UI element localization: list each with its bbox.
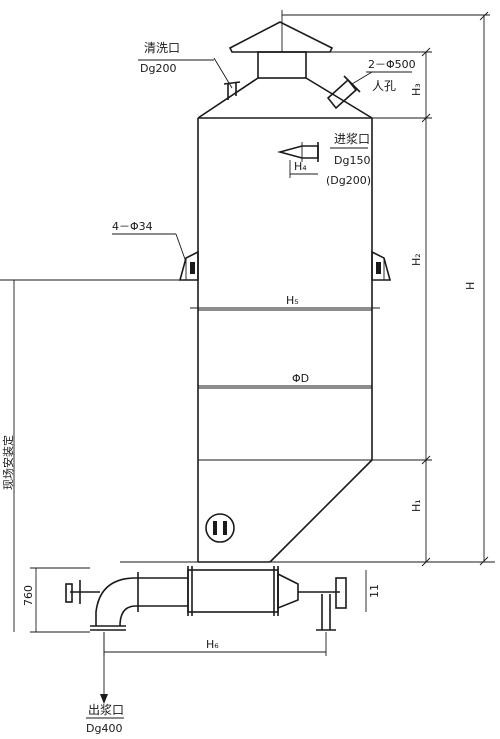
outlet-arrow (100, 632, 108, 704)
support-lug-left (178, 250, 199, 281)
dim-760-line (30, 567, 90, 633)
dim-h-line (282, 11, 490, 566)
dim-ii-label: 11 (368, 584, 381, 598)
bottom-pipe (136, 566, 299, 616)
dim-h1-label: H₁ (410, 499, 423, 512)
label-leaders (86, 59, 412, 719)
cylinder-shell (197, 118, 373, 563)
manhole-label: 人孔 (372, 79, 396, 93)
left-valve (65, 580, 100, 604)
dim-h-label: H (464, 282, 477, 290)
bolt-holes-label: 4－Φ34 (112, 220, 153, 233)
manhole-count-label: 2－Φ500 (368, 58, 416, 71)
inlet-nozzle (276, 142, 319, 162)
wash-port-size: Dg200 (140, 62, 176, 75)
outlet-label: 出浆口 (88, 702, 124, 717)
dim-h2-label: H₂ (410, 253, 423, 266)
site-install-label: 现场安装定 (1, 435, 15, 490)
dim-h6-label: H₆ (206, 638, 219, 651)
wash-port-label: 清洗口 (144, 41, 180, 55)
right-valve (298, 577, 347, 631)
outlet-elbow (90, 577, 137, 631)
inlet-label: 进浆口 (334, 131, 370, 146)
dim-d-label: ΦD (292, 372, 309, 385)
support-lug-right (371, 250, 392, 281)
dim-h-column (306, 47, 432, 567)
wash-port-nozzle (213, 57, 241, 100)
manhole-nozzle (326, 71, 373, 110)
roof-cap (228, 10, 334, 79)
lower-manhole (205, 513, 235, 543)
dim-h4-line (289, 160, 318, 178)
dim-760-label: 760 (22, 585, 35, 606)
inlet-size-alt: (Dg200) (326, 174, 371, 187)
dim-h5-label: H₅ (286, 294, 299, 307)
dim-h3-label: H₃ (410, 83, 423, 96)
inlet-size: Dg150 (334, 154, 370, 167)
outlet-size: Dg400 (86, 722, 122, 735)
dim-h4-label: H₄ (294, 160, 307, 173)
